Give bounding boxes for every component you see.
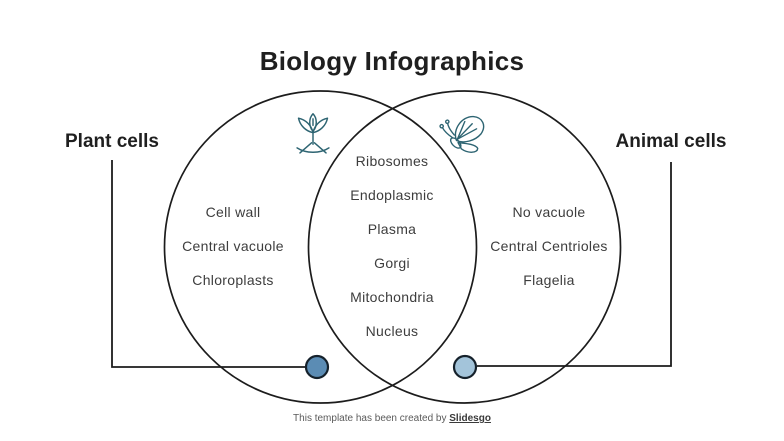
list-item: Gorgi bbox=[374, 255, 410, 271]
shared-items-list: Ribosomes Endoplasmic Plasma Gorgi Mitoc… bbox=[350, 144, 434, 348]
list-item: Central vacuole bbox=[182, 238, 284, 254]
footer-credit: This template has been created by Slides… bbox=[293, 413, 491, 424]
plant-circle bbox=[163, 90, 478, 404]
list-item: Ribosomes bbox=[355, 153, 429, 169]
butterfly-icon bbox=[439, 115, 485, 153]
list-item: Plasma bbox=[367, 221, 417, 237]
list-item: Cell wall bbox=[205, 204, 261, 220]
page-title: Biology Infographics bbox=[259, 46, 525, 76]
animal-connector-dot bbox=[452, 354, 478, 380]
list-item: No vacuole bbox=[512, 204, 586, 220]
animal-cells-label: Animal cells bbox=[615, 131, 727, 152]
footer-text: This template has been created by bbox=[293, 413, 447, 424]
animal-connector-line bbox=[477, 162, 672, 367]
list-item: Mitochondria bbox=[350, 289, 434, 305]
list-item: Central Centrioles bbox=[490, 238, 608, 254]
plant-items-list: Cell wall Central vacuole Chloroplasts bbox=[182, 195, 284, 297]
plant-connector-dot bbox=[304, 354, 330, 380]
plant-cells-label: Plant cells bbox=[65, 131, 159, 152]
list-item: Flagelia bbox=[523, 272, 575, 288]
animal-items-list: No vacuole Central Centrioles Flagelia bbox=[490, 195, 607, 297]
plant-sprout-icon bbox=[296, 113, 330, 154]
animal-circle bbox=[307, 90, 622, 404]
plant-connector-line bbox=[111, 160, 305, 368]
list-item: Chloroplasts bbox=[192, 272, 274, 288]
slidesgo-link[interactable]: Slidesgo bbox=[449, 413, 491, 424]
list-item: Endoplasmic bbox=[350, 187, 434, 203]
list-item: Nucleus bbox=[365, 323, 419, 339]
